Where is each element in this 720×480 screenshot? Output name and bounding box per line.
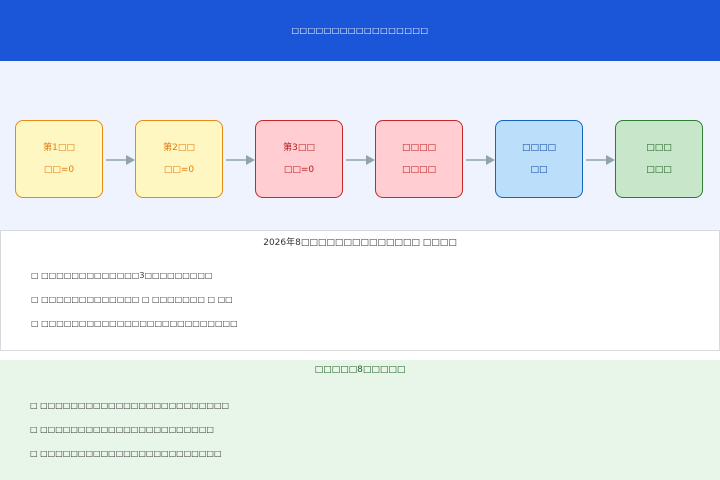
notes-item-2: □ □□□□□□□□□□□□□ □ □□□□□□□ □ □□ [31,295,233,304]
flow-node-5-line2: □□ [530,165,548,175]
flow-node-1-line2: □□=0 [43,165,75,175]
notes-item-1: □ □□□□□□□□□□□□□3□□□□□□□□□ [31,271,213,280]
recommendations-item-3: □ □□□□□□□□□□□□□□□□□□□□□□□□ [30,449,222,458]
flow-arrow-3 [346,155,375,165]
page-title: □□□□□□□□□□□□□□□□□ [291,26,429,35]
flow-node-5-line1: □□□□ [521,143,556,153]
header-banner: □□□□□□□□□□□□□□□□□ [0,0,720,61]
recommendations-title: □□□□□8□□□□□ [314,365,406,375]
flow-arrow-1 [106,155,135,165]
flow-node-4: □□□□ □□□□ [375,120,463,198]
notes-title: 2026年8□□□□□□□□□□□□□□ □□□□ [263,238,457,248]
flow-node-1-line1: 第1□□ [43,143,75,153]
recommendations-panel: □□□□□8□□□□□ □ □□□□□□□□□□□□□□□□□□□□□□□□ □ … [0,360,720,480]
recommendations-item-2: □ □□□□□□□□□□□□□□□□□□□□□□□ [30,425,214,434]
notes-panel: 2026年8□□□□□□□□□□□□□□ □□□□ □ □□□□□□□□□□□□… [0,230,720,351]
flow-node-3-line2: □□=0 [283,165,315,175]
flow-node-1: 第1□□ □□=0 [15,120,103,198]
flow-node-4-line2: □□□□ [401,165,436,175]
flow-node-2-line1: 第2□□ [163,143,195,153]
recommendations-item-1: □ □□□□□□□□□□□□□□□□□□□□□□□□□ [30,401,230,410]
notes-item-3: □ □□□□□□□□□□□□□□□□□□□□□□□□□□ [31,319,238,328]
flow-diagram: 第1□□ □□=0 第2□□ □□=0 第3□□ □□=0 □□□□ □□□□ … [0,61,720,230]
flow-node-5: □□□□ □□ [495,120,583,198]
flow-arrow-4 [466,155,495,165]
flow-node-2-line2: □□=0 [163,165,195,175]
flow-node-6-line2: □□□ [646,165,672,175]
flow-node-6: □□□ □□□ [615,120,703,198]
flow-node-4-line1: □□□□ [401,143,436,153]
flow-node-3-line1: 第3□□ [283,143,315,153]
flow-arrow-2 [226,155,255,165]
flow-node-6-line1: □□□ [646,143,672,153]
flow-node-3: 第3□□ □□=0 [255,120,343,198]
flow-node-2: 第2□□ □□=0 [135,120,223,198]
flow-arrow-5 [586,155,615,165]
